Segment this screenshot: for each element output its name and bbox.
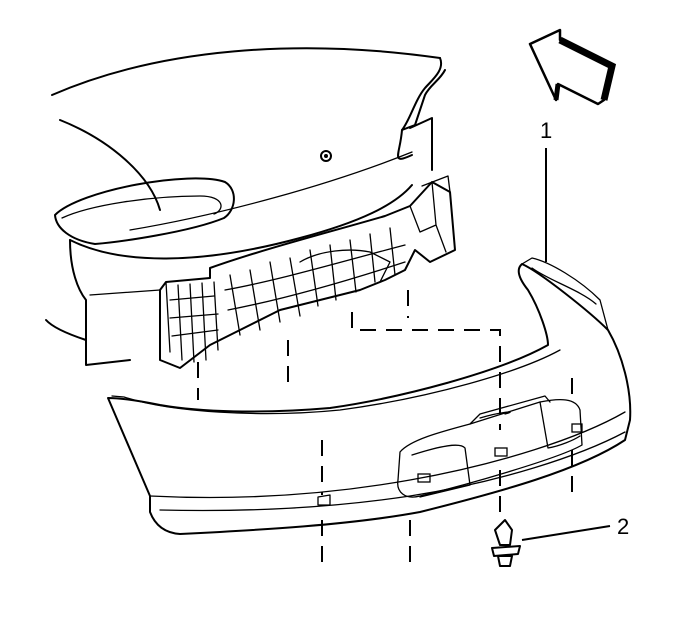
leader-lines — [521, 148, 611, 541]
alignment-lines — [197, 290, 573, 570]
callout-2: 2 — [617, 514, 630, 539]
bumper-energy-absorber — [159, 175, 456, 369]
callout-1: 1 — [540, 118, 553, 143]
direction-arrow-icon — [528, 28, 617, 106]
rear-bumper-fascia — [107, 257, 632, 535]
push-pin-retainer — [491, 519, 521, 567]
vehicle-body — [45, 47, 446, 366]
